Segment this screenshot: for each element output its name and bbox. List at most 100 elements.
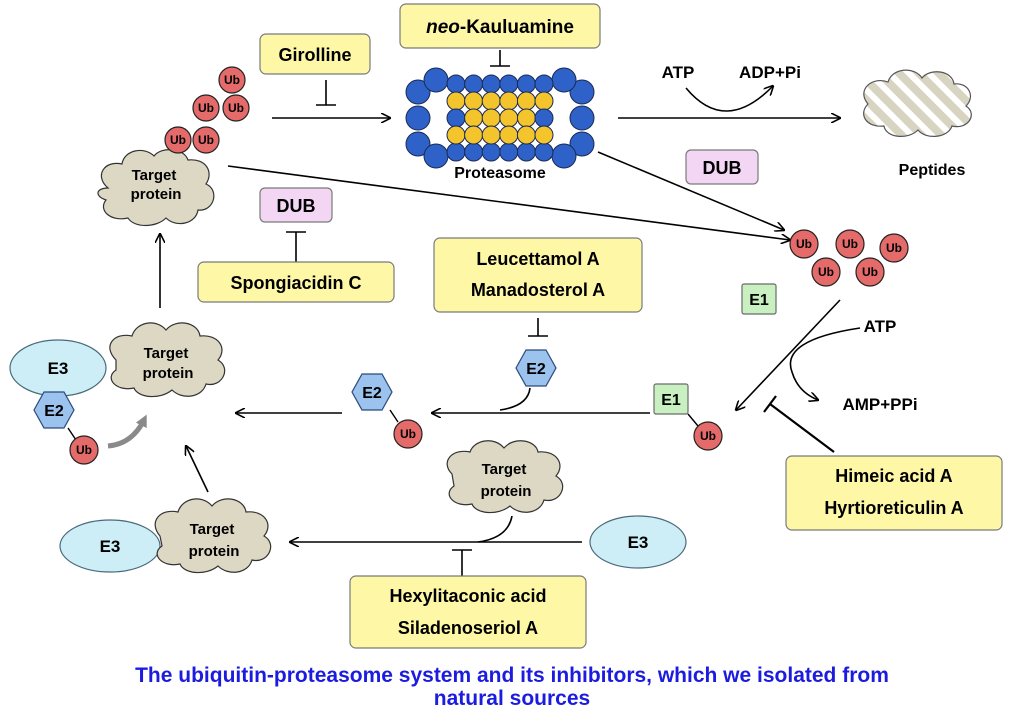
proteasome-alpha-subunit bbox=[534, 142, 554, 162]
manadosterol-label: Manadosterol A bbox=[471, 280, 605, 300]
target-protein-cloud-complex bbox=[109, 322, 226, 398]
e3-target-to-complex-arrow bbox=[186, 446, 209, 493]
hyrtioreticulin-label: Hyrtioreticulin A bbox=[824, 498, 963, 518]
proteasome-beta-subunit bbox=[499, 125, 519, 145]
dub-box-left: DUB bbox=[259, 187, 333, 223]
e2-ub-conjugate: E2 Ub bbox=[351, 373, 423, 449]
proteasome-to-free-ub-arrow bbox=[597, 151, 784, 230]
caption-line-2: natural sources bbox=[433, 687, 591, 710]
proteasome-beta-subunit bbox=[464, 91, 484, 111]
atp-label-top: ATP bbox=[662, 63, 695, 82]
target-label-complex: Target bbox=[144, 345, 189, 362]
proteasome-cap-subunit bbox=[423, 143, 449, 169]
ub-ball-chain-2: Ub bbox=[222, 94, 250, 122]
ub-ball-free-1: Ub bbox=[835, 229, 865, 259]
ub-label: Ub bbox=[198, 133, 214, 147]
leucettamol-manadosterol-inhibitor-box: Leucettamol A Manadosterol A bbox=[433, 237, 643, 313]
e3-e2-target-complex: Target protein E3 E2 Ub bbox=[9, 322, 226, 465]
e1-ub-conjugate: E1 Ub bbox=[653, 383, 723, 451]
ub-label: Ub bbox=[228, 101, 244, 115]
proteasome-cap-subunit bbox=[569, 79, 595, 105]
atp-label-right: ATP bbox=[864, 317, 897, 336]
target-protein-cloud-top bbox=[97, 149, 215, 227]
proteasome-beta-subunit bbox=[446, 91, 466, 111]
proteasome-beta-subunit bbox=[516, 108, 536, 128]
amp-ppi-label: AMP+PPi bbox=[842, 395, 917, 414]
proteasome-cap-subunit bbox=[551, 67, 577, 93]
e2-enzyme-free: E2 bbox=[515, 349, 557, 387]
e1-label-conjugate: E1 bbox=[661, 392, 681, 409]
proteasome-cap-subunit bbox=[405, 105, 431, 131]
proteasome-cap-subunit bbox=[551, 143, 577, 169]
ub-label-e1: Ub bbox=[700, 429, 716, 443]
ub-label-e2: Ub bbox=[400, 427, 416, 441]
proteasome-beta-subunit bbox=[534, 125, 554, 145]
protein-label-bound: protein bbox=[189, 543, 240, 560]
himeic-hyrtioreticulin-inhibitor-box: Himeic acid A Hyrtioreticulin A bbox=[785, 455, 1003, 531]
target-label-top: Target bbox=[132, 167, 177, 184]
proteasome-beta-subunit bbox=[464, 125, 484, 145]
atp-hydrolysis-curve bbox=[685, 86, 773, 112]
hexylitaconic-inhibition-bar bbox=[452, 549, 472, 576]
ub-ball-chain-0: Ub bbox=[218, 66, 246, 94]
ub-label: Ub bbox=[886, 241, 902, 255]
spongiacidin-inhibitor-box: Spongiacidin C bbox=[197, 261, 395, 303]
proteasome-beta-subunit bbox=[464, 108, 484, 128]
peptides-label: Peptides bbox=[899, 162, 966, 179]
target-protein-cloud-free bbox=[446, 440, 564, 514]
target-to-free-ub-arrow bbox=[227, 165, 790, 240]
ub-ball-free-3: Ub bbox=[811, 257, 841, 287]
ub-label: Ub bbox=[842, 237, 858, 251]
e3-label-free: E3 bbox=[628, 533, 649, 552]
figure-caption: The ubiquitin-proteasome system and its … bbox=[0, 664, 1024, 710]
kauluamine-label: -Kauluamine bbox=[460, 17, 574, 38]
proteasome-beta-subunit bbox=[446, 108, 466, 128]
proteasome-alpha-subunit bbox=[446, 142, 466, 162]
proteasome-label: Proteasome bbox=[454, 165, 546, 182]
dub-label-top: DUB bbox=[703, 158, 742, 178]
proteasome-alpha-subunit bbox=[516, 74, 536, 94]
proteasome-beta-subunit bbox=[499, 108, 519, 128]
protein-label-top: protein bbox=[131, 186, 182, 203]
e2-loading-curve bbox=[499, 387, 531, 411]
proteasome-beta-subunit bbox=[446, 125, 466, 145]
proteasome-beta-subunit bbox=[516, 91, 536, 111]
ub-label: Ub bbox=[818, 265, 834, 279]
spongiacidin-label: Spongiacidin C bbox=[230, 273, 361, 293]
atp-to-amp-curve bbox=[789, 327, 861, 400]
proteasome-alpha-subunit bbox=[499, 74, 519, 94]
proteasome-beta-subunit bbox=[534, 91, 554, 111]
neo-prefix: neo bbox=[426, 17, 460, 38]
target-label-free: Target bbox=[482, 461, 527, 478]
e2-label-free: E2 bbox=[526, 361, 546, 378]
proteasome-alpha-subunit bbox=[516, 142, 536, 162]
dub-label-left: DUB bbox=[277, 196, 316, 216]
leucettamol-inhibition-bar bbox=[528, 318, 548, 337]
e1-label-free: E1 bbox=[749, 292, 769, 309]
proteasome-beta-subunit bbox=[499, 91, 519, 111]
hexylitaconic-label: Hexylitaconic acid bbox=[389, 586, 546, 606]
svg-text:neo-Kauluamine: neo-Kauluamine bbox=[426, 17, 574, 38]
target-protein-free: Target protein bbox=[446, 440, 564, 514]
ub-ball-chain-4: Ub bbox=[192, 126, 220, 154]
e3-target-bound: E3 Target protein bbox=[59, 498, 272, 574]
ub-transfer-gray-arrow bbox=[107, 414, 147, 449]
girolline-inhibition-bar bbox=[316, 80, 336, 106]
proteasome-beta-subunit bbox=[481, 91, 501, 111]
ub-ball-free-2: Ub bbox=[879, 233, 909, 263]
protein-label-free: protein bbox=[481, 483, 532, 500]
himeic-inhibition-line bbox=[763, 395, 835, 453]
leucettamol-label: Leucettamol A bbox=[476, 249, 599, 269]
girolline-inhibitor-box: Girolline bbox=[259, 33, 371, 75]
adp-pi-label: ADP+Pi bbox=[739, 63, 801, 82]
e3-label-complex: E3 bbox=[48, 359, 69, 378]
proteasome-alpha-subunit bbox=[534, 74, 554, 94]
peptides-cloud bbox=[863, 69, 972, 137]
ub-label: Ub bbox=[224, 73, 240, 87]
ub-label: Ub bbox=[862, 265, 878, 279]
ub-ball-chain-3: Ub bbox=[164, 126, 192, 154]
e3-label-bound: E3 bbox=[100, 537, 121, 556]
e2-label-conjugate: E2 bbox=[362, 385, 382, 402]
